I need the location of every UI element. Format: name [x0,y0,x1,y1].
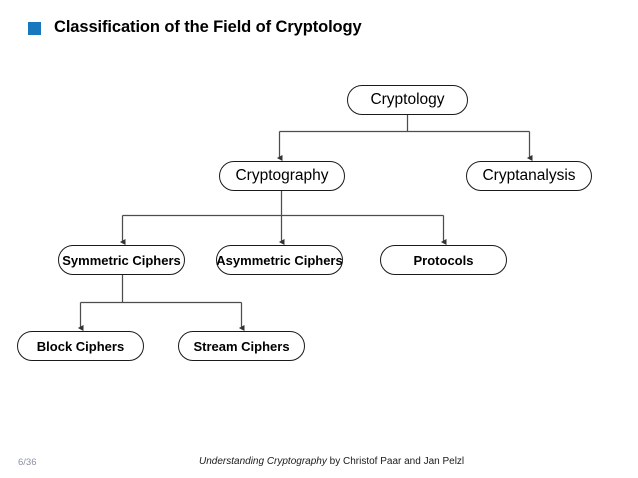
cryptology-classification-diagram: Cryptology Cryptography Cryptanalysis Sy… [17,85,592,361]
page-number: 6/36 [18,457,37,468]
node-cryptology[interactable]: Cryptology [347,85,468,115]
footer-credit-authors: by Christof Paar and Jan Pelzl [326,456,465,467]
footer-book-title: Understanding Cryptography [199,456,327,467]
diagram-connectors [77,115,533,331]
node-protocols-label: Protocols [413,252,474,268]
page-title: Classification of the Field of Cryptolog… [28,18,362,37]
node-cryptology-label: Cryptology [370,91,445,109]
node-cryptanalysis[interactable]: Cryptanalysis [466,161,592,191]
footer-credit: Understanding Cryptography by Christof P… [199,456,464,467]
node-protocols[interactable]: Protocols [380,245,507,275]
node-cryptography[interactable]: Cryptography [219,161,345,191]
bullet-square-icon [28,22,41,35]
node-block-ciphers-label: Block Ciphers [36,338,125,354]
node-stream-ciphers[interactable]: Stream Ciphers [178,331,305,361]
node-symmetric-ciphers[interactable]: Symmetric Ciphers [58,245,185,275]
node-block-ciphers[interactable]: Block Ciphers [17,331,144,361]
node-asymmetric-ciphers-label: Asymmetric Ciphers [216,252,343,268]
node-cryptography-label: Cryptography [235,167,329,185]
page-title-text: Classification of the Field of Cryptolog… [54,18,362,36]
node-symmetric-ciphers-label: Symmetric Ciphers [62,252,181,268]
node-stream-ciphers-label: Stream Ciphers [193,338,290,354]
node-cryptanalysis-label: Cryptanalysis [482,167,576,185]
node-asymmetric-ciphers[interactable]: Asymmetric Ciphers [216,245,343,275]
